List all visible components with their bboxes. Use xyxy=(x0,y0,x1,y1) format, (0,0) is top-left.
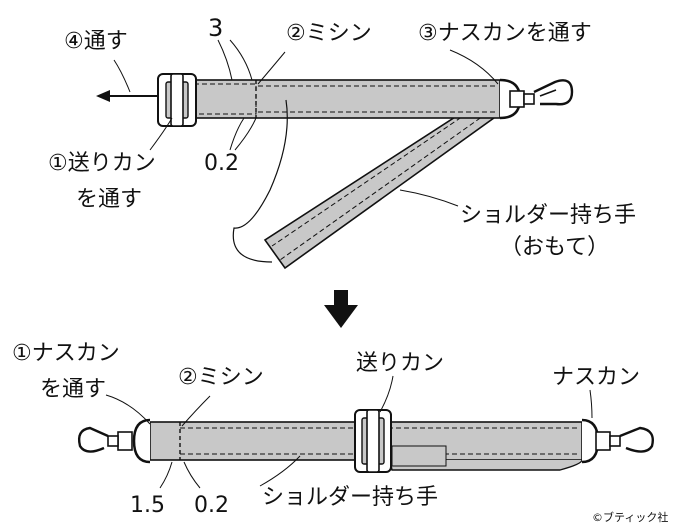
leader-m15 xyxy=(159,461,173,489)
label-hook: ナスカン xyxy=(552,365,640,390)
leader-strap xyxy=(399,189,459,207)
leader-sew2 xyxy=(257,51,286,85)
top-diagram: ④通す 3 ②ミシン ③ナスカンを通す ①送りカン を通す 0.2 ショルダー持… xyxy=(48,14,636,270)
bottom-diagram: ①ナスカン を通す ②ミシン 送りカン ナスカン 1.5 0.2 ショルダー持ち… xyxy=(12,341,668,524)
label-three: 3 xyxy=(208,14,223,42)
label-slider1-line1: ①送りカン xyxy=(48,151,156,176)
leader-point2-bottom xyxy=(183,461,201,489)
right-swivel-hook-icon xyxy=(595,426,654,453)
label-point2: 0.2 xyxy=(204,151,239,176)
label-strap-line1: ショルダー持ち手 xyxy=(460,203,636,228)
down-arrow-icon xyxy=(324,290,358,328)
left-d-ring-icon xyxy=(132,418,151,464)
leader-sew2-bottom xyxy=(181,395,211,427)
leader-point2-a xyxy=(229,117,245,151)
leader-hook3 xyxy=(449,49,499,85)
label-strap-bottom: ショルダー持ち手 xyxy=(262,485,438,510)
leader-three-a xyxy=(217,39,233,81)
leader-hook1 xyxy=(105,394,151,425)
swivel-hook-icon xyxy=(509,79,574,108)
leader-point2-b xyxy=(234,117,257,151)
leader-hook xyxy=(589,389,593,419)
leader-three-b xyxy=(229,39,253,81)
pass-arrow-head xyxy=(96,90,110,102)
strap-diagonal-stitch-a xyxy=(271,94,495,247)
leader-strap-bottom xyxy=(259,455,301,487)
bottom-back-loop xyxy=(391,445,447,467)
leader-pass4 xyxy=(113,59,131,93)
label-hook1-line2: を通す xyxy=(40,377,106,402)
label-point2-bottom: 0.2 xyxy=(194,493,229,518)
strap-diagonal-stitch-b xyxy=(279,103,501,261)
bottom-slider-buckle-icon xyxy=(354,409,392,473)
label-hook3: ③ナスカンを通す xyxy=(418,21,592,46)
label-strap-line2: （おもて） xyxy=(500,235,609,260)
label-hook1-line1: ①ナスカン xyxy=(12,341,120,366)
guide-curve xyxy=(232,99,288,263)
label-slider: 送りカン xyxy=(356,351,444,376)
leader-slider1 xyxy=(149,117,173,151)
label-m15: 1.5 xyxy=(130,493,165,518)
label-sew2-bottom: ②ミシン xyxy=(178,365,264,390)
label-pass4: ④通す xyxy=(64,29,128,54)
leader-slider xyxy=(379,375,394,413)
label-sew2: ②ミシン xyxy=(286,21,372,46)
slider-buckle-icon xyxy=(157,73,197,127)
credit-text: ©ブティック社 xyxy=(592,510,668,524)
label-slider1-line2: を通す xyxy=(76,187,142,212)
left-swivel-hook-icon xyxy=(77,426,133,453)
